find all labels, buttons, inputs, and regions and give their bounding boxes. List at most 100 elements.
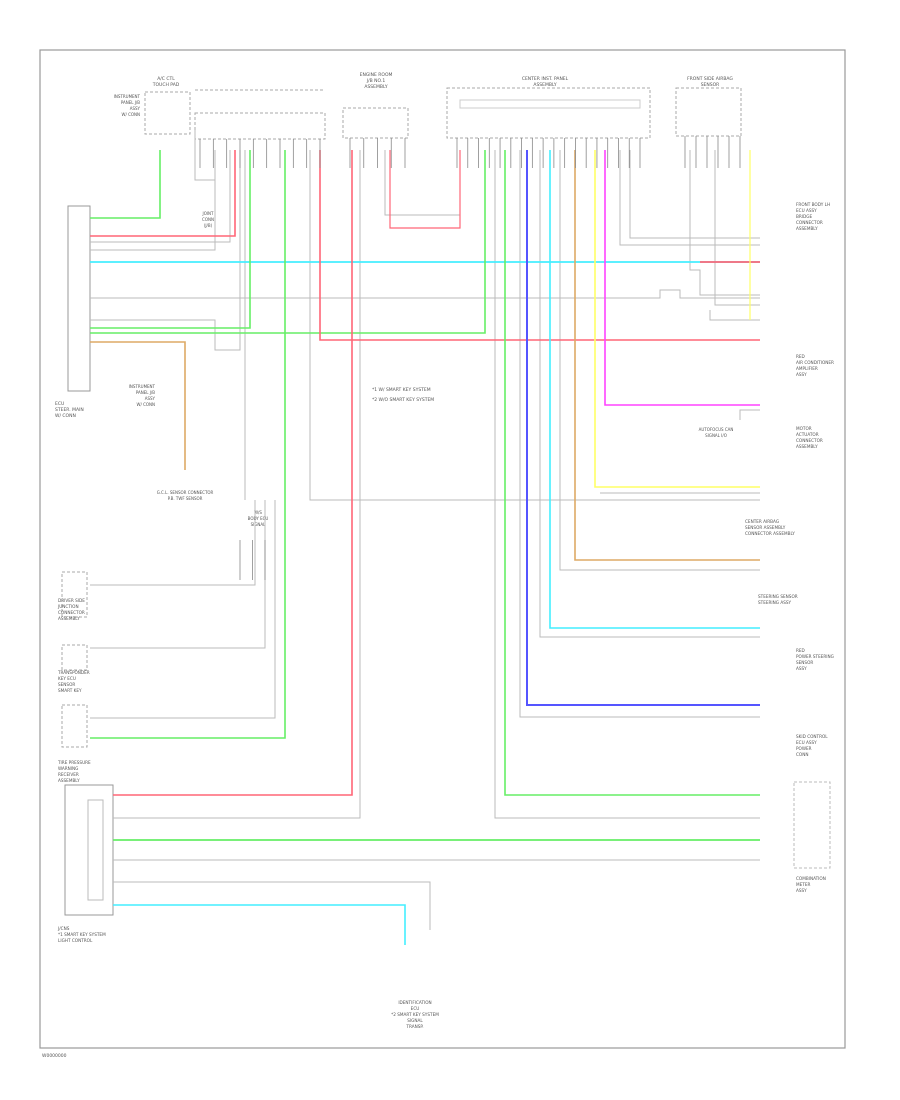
right-component-2: MOTOR ACTUATOR CONNECTOR ASSEMBLY [796, 426, 823, 449]
wire-gray-19 [113, 150, 361, 819]
ecu-block: ECU STEER. MAIN W/ CONN [55, 205, 91, 419]
svg-text:TIRE PRESSURE: TIRE PRESSURE [57, 760, 91, 765]
svg-text:CONNECTOR: CONNECTOR [58, 610, 85, 615]
svg-text:BRIDGE: BRIDGE [796, 214, 812, 219]
wire-green-3 [90, 150, 486, 334]
top-connector-jb [194, 89, 326, 140]
left-mid-small-1: W/S [254, 510, 262, 515]
wire-orange-1 [90, 341, 186, 470]
svg-text:STEERING ASSY: STEERING ASSY [758, 600, 792, 605]
ecu-label-1: ECU [55, 401, 64, 407]
wire-gray-24 [90, 500, 276, 719]
center-conn-2: ASSEMBLY [533, 82, 557, 88]
left-mid-bottom-1: G.C.L. SENSOR CONNECTOR [157, 490, 214, 495]
rear-label-1: A/C CTL [157, 76, 175, 82]
svg-text:ASSEMBLY: ASSEMBLY [58, 778, 80, 783]
svg-text:LIGHT CONTROL: LIGHT CONTROL [58, 938, 93, 943]
right-conn-2: SENSOR [701, 82, 720, 88]
top-connector-right: FRONT SIDE AIRBAG SENSOR [675, 76, 742, 137]
svg-text:KEY ECU: KEY ECU [58, 676, 76, 681]
svg-text:ECU: ECU [411, 1006, 420, 1011]
wire-green-1 [90, 150, 161, 219]
svg-text:CENTER AIRBAG: CENTER AIRBAG [745, 519, 779, 524]
top-connector-mid: ENGINE ROOM J/B NO.1 ASSEMBLY [342, 72, 409, 139]
svg-text:AIR CONDITIONER: AIR CONDITIONER [796, 360, 834, 365]
svg-text:CONN: CONN [796, 752, 809, 757]
autofocus-2: SIGNAL I/O [705, 433, 727, 438]
wire-gray-23 [90, 500, 266, 649]
svg-text:CONNECTOR: CONNECTOR [796, 438, 823, 443]
wire-gray-8 [689, 150, 760, 296]
wire-gray-2 [90, 150, 216, 251]
wire-green-4 [90, 150, 286, 739]
svg-text:SKID CONTROL: SKID CONTROL [796, 734, 828, 739]
right-component-3: CENTER AIRBAG SENSOR ASSEMBLY CONNECTOR … [745, 519, 795, 536]
wire-gray-22 [90, 500, 256, 586]
wire-gray-3 [90, 150, 241, 351]
wire-gray-10 [709, 310, 760, 321]
svg-text:ASSEMBLY: ASSEMBLY [58, 616, 80, 621]
rear-label-2: TOUCH PAD [152, 82, 180, 88]
right-component-7: COMBINATION METER ASSY [793, 781, 831, 893]
wire-green-2 [90, 150, 251, 329]
autofocus-label: AUTOFOCUS CAN SIGNAL I/O [699, 427, 734, 438]
ecu-label-2: STEER. MAIN [55, 407, 84, 413]
svg-text:RED: RED [796, 648, 805, 653]
top-connector-center: CENTER INST. PANEL ASSEMBLY [446, 76, 651, 139]
left-mid-connector: INSTRUMENT PANEL J/B ASSY W/ CONN G.C.L.… [129, 384, 269, 527]
svg-text:SENSOR: SENSOR [796, 660, 813, 665]
wires [90, 130, 760, 945]
wire-gray-21 [113, 881, 431, 930]
svg-text:CONNECTOR ASSEMBLY: CONNECTOR ASSEMBLY [745, 531, 795, 536]
svg-text:POWER STEERING: POWER STEERING [796, 654, 834, 659]
svg-text:SENSOR: SENSOR [58, 682, 75, 687]
svg-text:ASSY: ASSY [796, 666, 807, 671]
svg-text:TRANSP.: TRANSP. [405, 1024, 423, 1029]
svg-text:J/CNS: J/CNS [57, 926, 70, 931]
svg-text:ASSEMBLY: ASSEMBLY [796, 444, 818, 449]
wire-gray-16 [539, 150, 760, 638]
top-connector-left: A/C CTL TOUCH PAD INSTRUMENT PANEL J/B A… [114, 76, 191, 135]
svg-text:SIGNAL: SIGNAL [407, 1018, 423, 1023]
left-conn-4: W/ CONN [122, 112, 141, 117]
mid-conn-2: J/B NO.1 [366, 78, 386, 84]
left-mid-bottom-2: P.B. TWF SENSOR [168, 496, 203, 501]
wire-gray-11 [90, 289, 760, 299]
left-conn-3: ASSY [130, 106, 141, 111]
svg-text:FRONT BODY LH: FRONT BODY LH [796, 202, 830, 207]
right-conn-1: FRONT SIDE AIRBAG [687, 76, 733, 82]
svg-text:RED: RED [796, 354, 805, 359]
svg-text:ECU ASSY: ECU ASSY [796, 740, 817, 745]
left-mid-1: INSTRUMENT [129, 384, 156, 389]
svg-text:CONNECTOR: CONNECTOR [796, 220, 823, 225]
note-1: *1 W/ SMART KEY SYSTEM [372, 387, 431, 393]
right-component-1: RED AIR CONDITIONER AMPLIFIER ASSY [796, 354, 834, 377]
wire-red-4 [113, 150, 353, 796]
svg-text:SMART KEY: SMART KEY [58, 688, 82, 693]
svg-text:ACTUATOR: ACTUATOR [796, 432, 819, 437]
small-note-1: JOINT [202, 211, 215, 216]
wire-magenta-1 [604, 150, 760, 406]
right-component-6: SKID CONTROL ECU ASSY POWER CONN [796, 734, 828, 757]
notes: *1 W/ SMART KEY SYSTEM *2 W/O SMART KEY … [372, 387, 434, 403]
wire-gray-4 [194, 130, 215, 181]
wire-gray-5 [384, 150, 461, 216]
left-mid-4: W/ CONN [137, 402, 156, 407]
svg-text:COMBINATION: COMBINATION [796, 876, 826, 881]
left-component-0: DRIVER SIDE JUNCTION CONNECTOR ASSEMBLY [57, 571, 88, 621]
wire-yellow-1 [594, 150, 760, 488]
wire-green-5 [504, 150, 760, 796]
mid-conn-1: ENGINE ROOM [360, 72, 393, 78]
wire-cyan-2 [549, 150, 760, 629]
svg-text:POWER: POWER [796, 746, 812, 751]
center-conn-1: CENTER INST. PANEL [522, 76, 569, 82]
wire-gray-18 [494, 150, 760, 819]
svg-text:SENSOR ASSEMBLY: SENSOR ASSEMBLY [745, 525, 786, 530]
left-component-1: TRANSPONDER KEY ECU SENSOR SMART KEY [57, 644, 90, 693]
wire-gray-14 [309, 150, 760, 501]
wire-gray-12 [739, 409, 760, 420]
left-conn-1: INSTRUMENT [114, 94, 141, 99]
small-note-3: (J/B) [204, 223, 213, 228]
svg-text:DRIVER SIDE: DRIVER SIDE [58, 598, 85, 603]
